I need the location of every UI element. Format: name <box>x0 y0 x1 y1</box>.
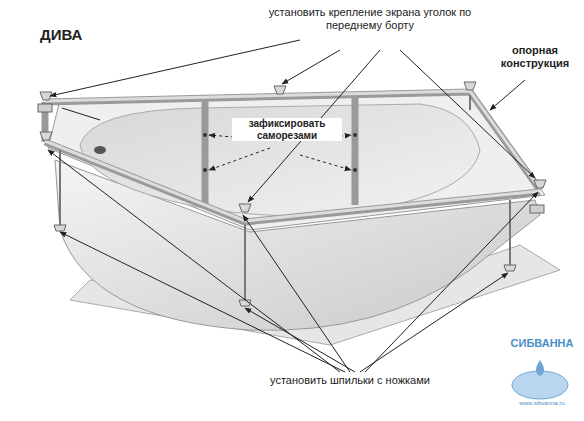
support-frame <box>45 92 540 222</box>
frame-highlight <box>45 91 540 221</box>
leader-lines <box>48 40 538 372</box>
callout-note: зафиксировать саморезами <box>232 118 342 141</box>
tub-rim <box>48 92 545 230</box>
screen-brackets <box>38 104 544 213</box>
tub-bowl <box>80 104 480 216</box>
callout-note: установить крепление экрана уголок по пе… <box>255 6 485 31</box>
stud-legs <box>60 95 510 300</box>
callout-note: установить шпильки с ножками <box>265 374 435 387</box>
watermark: СИБВАННА <box>504 337 580 350</box>
callout-note: опорная конструкция <box>490 44 580 69</box>
watermark: www.sibvanna.ru <box>504 400 580 407</box>
drain-hole <box>94 146 106 154</box>
logo-mark <box>512 360 568 399</box>
diagram-title: ДИВА <box>40 26 82 43</box>
leg-feet <box>40 82 546 306</box>
